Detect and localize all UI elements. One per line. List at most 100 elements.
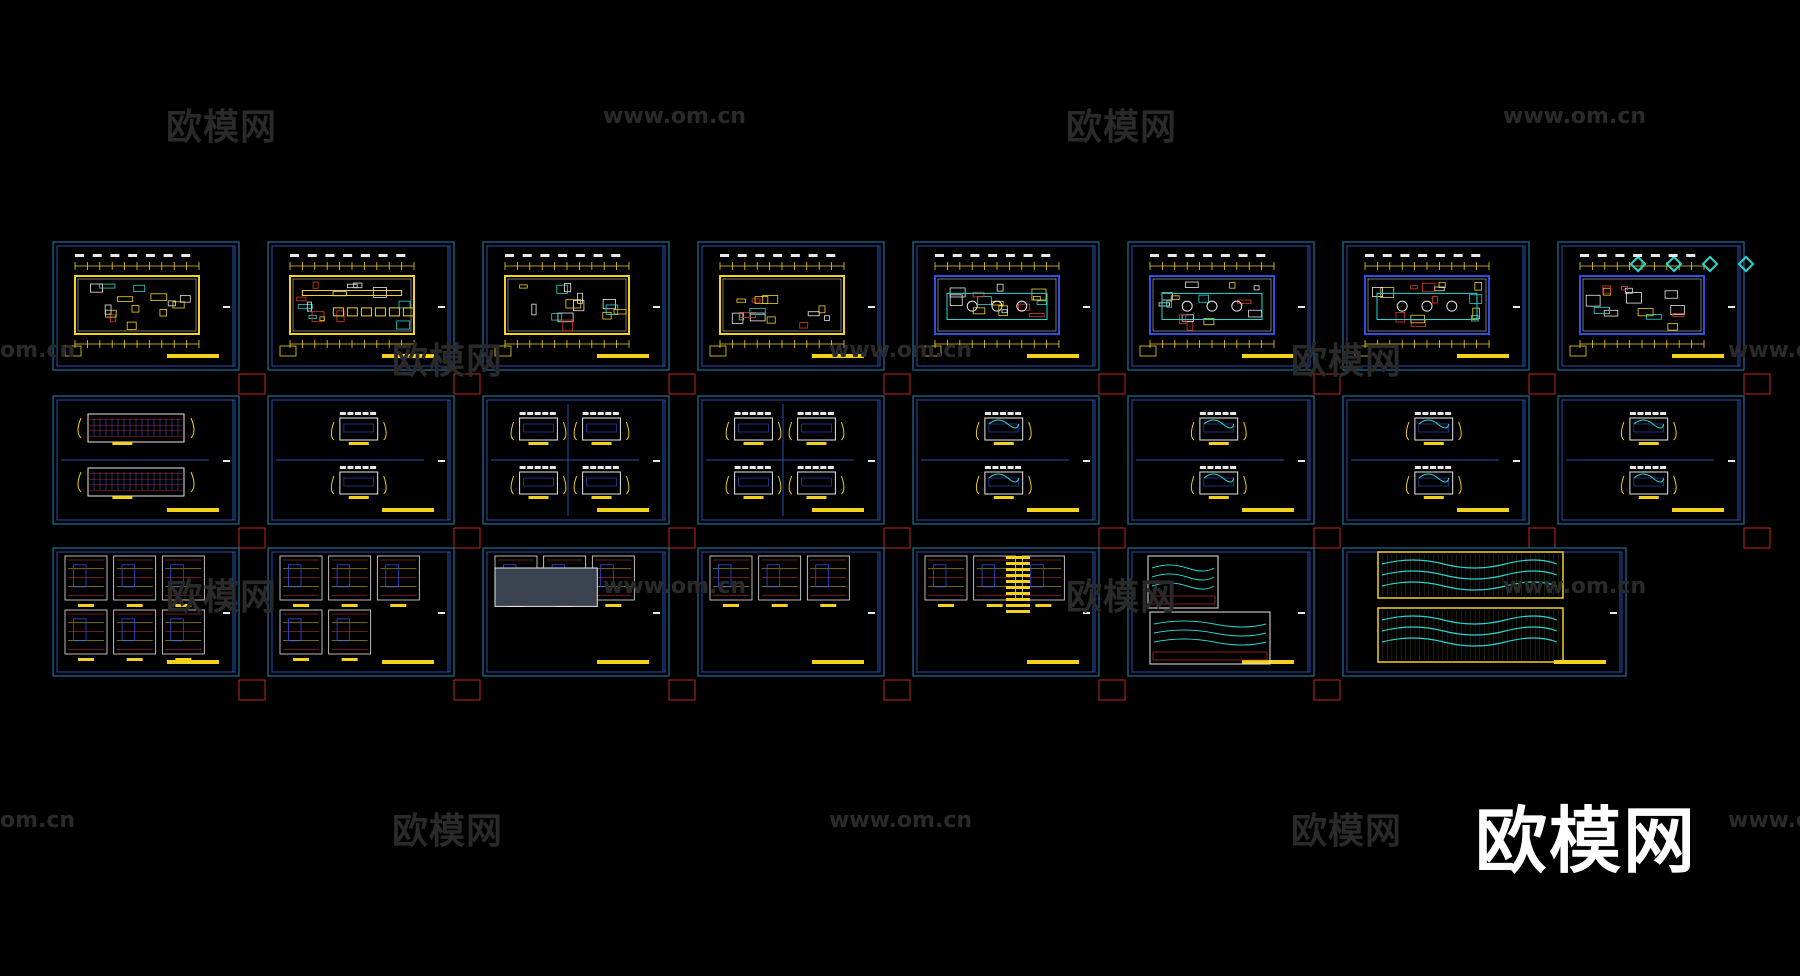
wave-line <box>1153 620 1267 628</box>
detail-title <box>126 604 143 607</box>
tag-label <box>307 254 317 257</box>
wave-line <box>1151 582 1215 590</box>
detail-title <box>1035 604 1052 607</box>
tag-label <box>339 412 346 415</box>
plan-fixture <box>1185 281 1199 288</box>
detail-outline <box>64 609 108 655</box>
elevation-wave <box>1633 473 1665 483</box>
tag-label <box>75 254 84 257</box>
sheet-tab-marker <box>883 373 911 395</box>
plan-fixture <box>972 291 985 298</box>
elevation-panel <box>523 477 554 487</box>
sheet-border <box>697 547 885 677</box>
plan-fixture <box>1667 323 1678 331</box>
tag-label <box>757 412 764 415</box>
tag-label <box>534 466 541 469</box>
furniture-block <box>402 307 414 317</box>
tag-label <box>355 412 361 415</box>
tag-label <box>1238 254 1248 257</box>
plan-fixture <box>396 320 411 330</box>
detail-title <box>605 604 622 607</box>
dimension-arc <box>510 475 515 495</box>
plan-fixture <box>602 299 616 310</box>
dimension-arc <box>1028 421 1032 441</box>
plan-fixture <box>1186 321 1194 331</box>
sheet-inner-border <box>1561 399 1741 521</box>
tag-label <box>396 254 406 257</box>
counter-block <box>301 290 403 296</box>
dimension-arc <box>725 475 730 495</box>
elevation-title <box>743 496 764 499</box>
detail-title <box>341 604 358 607</box>
plan-fixture <box>1028 313 1045 318</box>
plan-fixture <box>104 304 112 315</box>
tag-label <box>1230 466 1237 469</box>
furniture-block <box>360 307 372 317</box>
tag-label <box>1645 466 1651 469</box>
sheet-number-mark <box>223 306 230 308</box>
tag-label <box>1430 412 1436 415</box>
detail-section <box>336 564 351 588</box>
sheet-tab-marker <box>238 527 266 549</box>
plan-fixture <box>296 296 307 302</box>
tag-label <box>1615 254 1625 257</box>
legend-box <box>1354 345 1372 357</box>
wave-line <box>1153 629 1267 637</box>
detail-outline <box>161 555 205 601</box>
tag-label <box>1414 412 1421 415</box>
dimension-arc <box>77 417 82 439</box>
plan-fixture <box>996 283 1004 292</box>
plan-fixture <box>519 284 528 289</box>
detail-title <box>341 658 358 661</box>
elevation-outline <box>1629 417 1669 441</box>
plan-fixture <box>319 316 325 321</box>
detail-section <box>73 618 87 642</box>
tag-label <box>757 466 764 469</box>
plan-fixture <box>562 319 573 332</box>
detail-marker <box>1701 255 1719 273</box>
tag-label <box>734 412 741 415</box>
detail-outline <box>161 609 205 655</box>
elevation-panel <box>988 423 1019 433</box>
tag-label <box>181 254 191 257</box>
plan-fixture <box>818 305 826 314</box>
elevation-title <box>1638 442 1659 445</box>
site-logo: 欧模网 <box>1475 799 1698 883</box>
tag-label <box>1222 412 1229 415</box>
furniture-block <box>332 307 344 317</box>
sheet-border <box>912 241 1100 371</box>
tag-label <box>1660 412 1667 415</box>
elevation-wave <box>1203 473 1235 483</box>
plan-fixture <box>172 301 185 309</box>
tag-label <box>1150 254 1159 257</box>
detail-title <box>78 658 94 661</box>
tag-label <box>992 466 999 469</box>
elevation-outline <box>1629 471 1669 495</box>
detail-title <box>175 604 192 607</box>
wave-line <box>1153 638 1267 646</box>
wave-line <box>1381 615 1558 625</box>
sheet-floor-finish-plan <box>1127 241 1315 371</box>
elevation-panel <box>586 477 617 487</box>
sheet-tab-marker <box>668 527 696 549</box>
elevation-outline <box>519 417 558 441</box>
tag-label <box>826 254 836 257</box>
plan-inner-wall <box>937 278 1057 332</box>
watermark-brand: 欧模网 <box>166 577 278 618</box>
elevation-panel <box>801 423 832 433</box>
detail-outline <box>924 555 968 601</box>
plan-fixture <box>1166 300 1172 308</box>
tag-label <box>952 254 962 257</box>
detail-title <box>293 604 309 607</box>
sheet-number-mark <box>1610 612 1617 614</box>
wave-panel-base <box>1150 595 1216 605</box>
tag-label <box>1435 254 1445 257</box>
tag-label <box>362 466 369 469</box>
wave-wall-frame <box>1377 551 1564 599</box>
dimension-arc <box>725 421 730 441</box>
sheet-border <box>52 547 240 677</box>
wave-line <box>1381 559 1558 569</box>
plan-fixture <box>949 294 963 306</box>
detail-section <box>981 564 996 588</box>
